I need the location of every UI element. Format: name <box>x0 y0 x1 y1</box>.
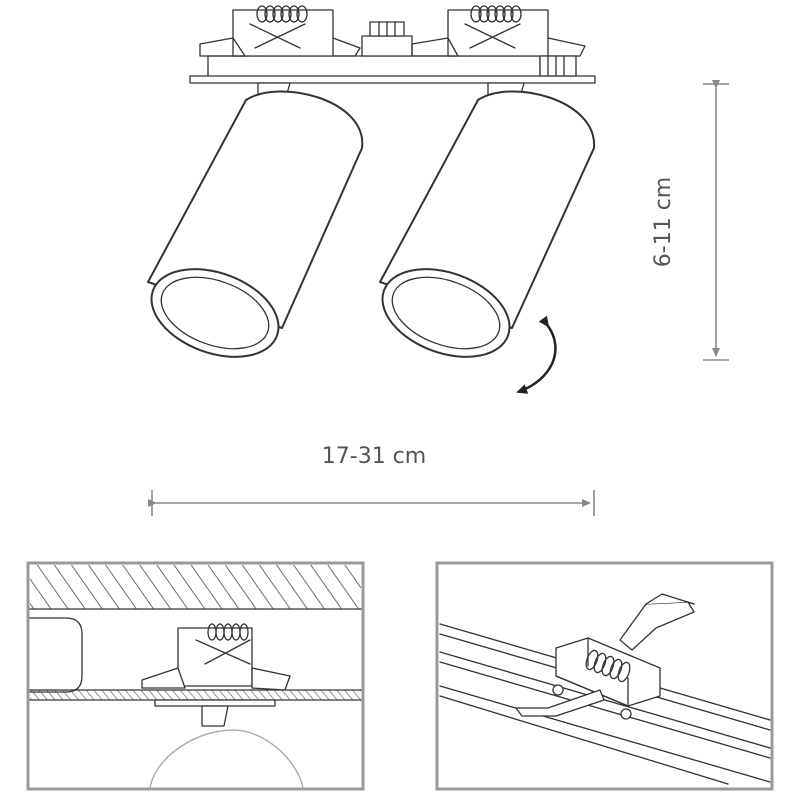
connector-block <box>361 21 413 57</box>
mounting-plate <box>189 75 596 84</box>
width-dimension: 17-31 cm <box>148 444 595 516</box>
installation-detail-panel <box>26 561 365 791</box>
width-dimension-label: 17-31 cm <box>322 444 426 469</box>
height-dimension-label: 6-11 cm <box>651 177 676 267</box>
spotlight-right <box>379 82 596 358</box>
rotate-arrow-icon <box>516 315 557 394</box>
fixture-drawing <box>147 5 596 394</box>
spring-clip-icon <box>199 5 361 57</box>
height-dimension: 6-11 cm <box>651 80 729 361</box>
clip-detail-panel <box>435 561 774 791</box>
spotlight-left <box>147 82 364 358</box>
spring-clip-icon <box>585 649 631 683</box>
spring-clip-icon <box>411 5 586 77</box>
